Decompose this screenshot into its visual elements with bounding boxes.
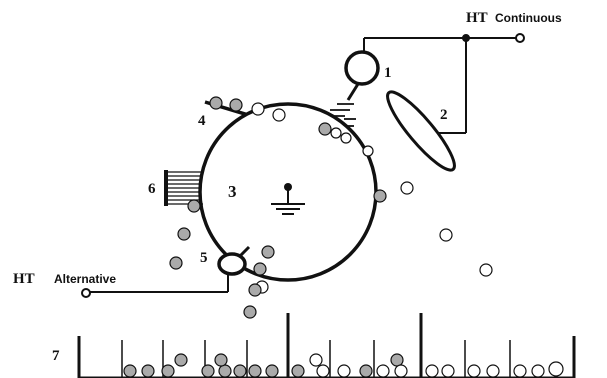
- label-1: 1: [384, 65, 392, 81]
- particles-in-bins: [123, 353, 564, 378]
- ht-continuous-circuit: [363, 33, 525, 134]
- electrode-1: [344, 50, 380, 101]
- ground-symbol: [271, 187, 305, 215]
- label-4: 4: [198, 113, 206, 129]
- label-2: 2: [440, 107, 448, 123]
- particles-right: [373, 181, 493, 277]
- label-6: 6: [148, 181, 156, 197]
- electrode-1-body: [344, 50, 380, 86]
- label-5: 5: [200, 250, 208, 266]
- ht-alternative-label: Alternative: [54, 272, 116, 286]
- ht-alternative-terminal: [81, 288, 91, 298]
- particles-top: [209, 96, 374, 157]
- label-3: 3: [228, 182, 237, 201]
- deflector-2: [386, 90, 456, 172]
- electrode-1-stem: [346, 83, 360, 101]
- ht-alternative-circuit: [81, 274, 229, 298]
- ht-continuous-terminal: [515, 33, 525, 43]
- electrode-5: [217, 245, 251, 276]
- ht-alternative-prefix: HT: [13, 271, 35, 287]
- label-7: 7: [52, 348, 60, 364]
- ht-continuous-prefix: HT: [466, 10, 488, 26]
- ht-continuous-label: Continuous: [495, 11, 562, 25]
- particles-left: [169, 199, 275, 319]
